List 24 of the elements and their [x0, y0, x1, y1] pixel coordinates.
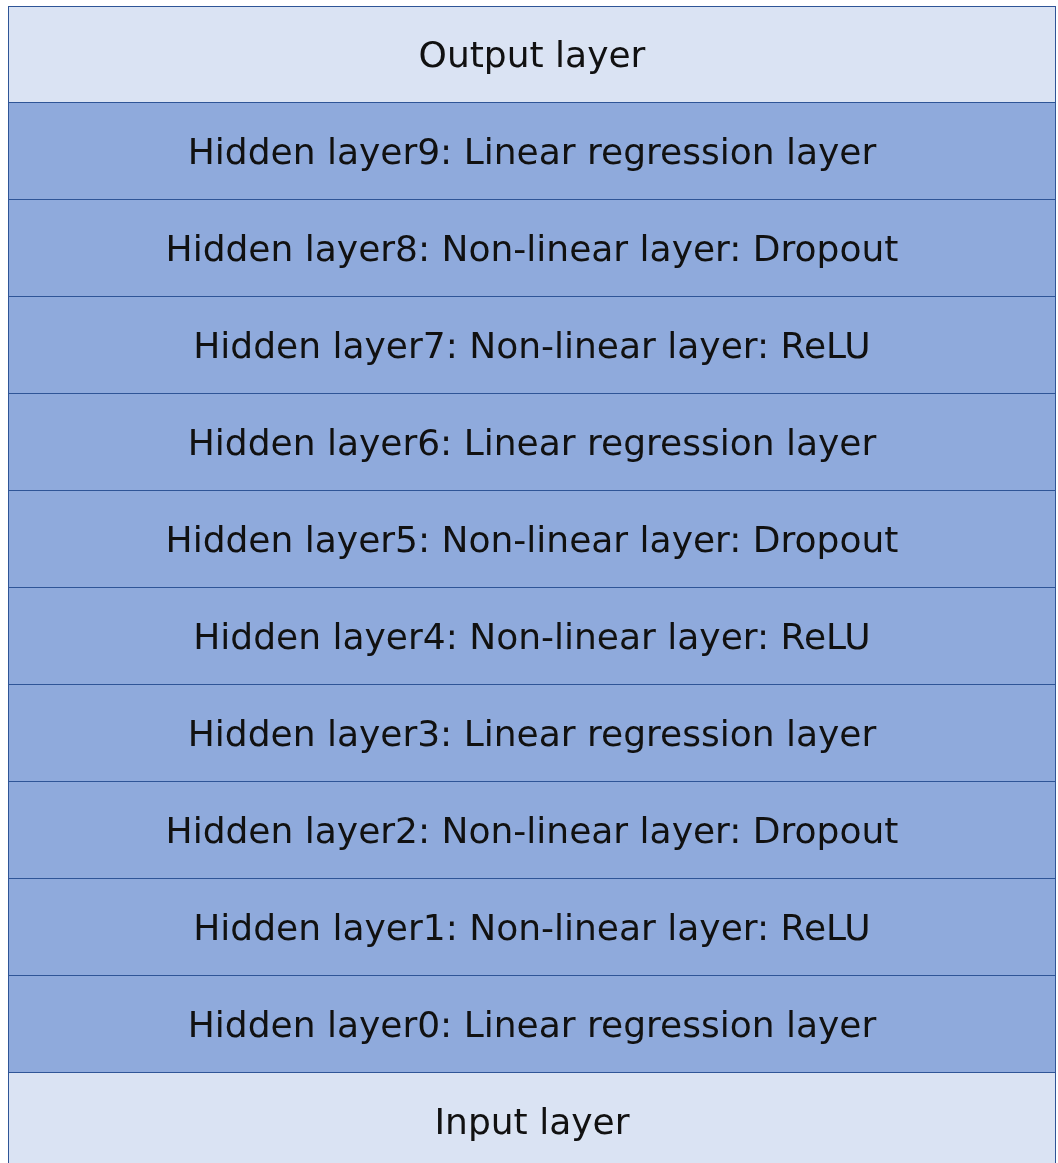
hidden-layer-box — [8, 491, 1056, 588]
hidden-layer-box — [8, 103, 1056, 200]
layer-label: Hidden layer4: Non-linear layer: ReLU — [193, 615, 871, 657]
layer-label: Hidden layer7: Non-linear layer: ReLU — [193, 324, 871, 366]
layer-label: Hidden layer5: Non-linear layer: Dropout — [165, 518, 899, 560]
layer-label: Input layer — [434, 1100, 630, 1142]
hidden-layer-box — [8, 588, 1056, 685]
io-layer-box — [8, 1073, 1056, 1163]
hidden-layer-box — [8, 879, 1056, 976]
hidden-layer-box — [8, 297, 1056, 394]
layer-label: Hidden layer8: Non-linear layer: Dropout — [165, 227, 899, 269]
layer-label: Hidden layer0: Linear regression layer — [187, 1003, 877, 1045]
layer-label: Hidden layer9: Linear regression layer — [187, 130, 877, 172]
layer-label: Hidden layer2: Non-linear layer: Dropout — [165, 809, 899, 851]
layer-label: Hidden layer1: Non-linear layer: ReLU — [193, 906, 871, 948]
hidden-layer-box — [8, 200, 1056, 297]
hidden-layer-box — [8, 782, 1056, 879]
hidden-layer-box — [8, 685, 1056, 782]
layer-label: Hidden layer3: Linear regression layer — [187, 712, 877, 754]
hidden-layer-box — [8, 976, 1056, 1073]
hidden-layer-box — [8, 394, 1056, 491]
io-layer-box — [8, 6, 1056, 103]
layer-label: Hidden layer6: Linear regression layer — [187, 421, 877, 463]
layer-label: Output layer — [418, 34, 646, 75]
